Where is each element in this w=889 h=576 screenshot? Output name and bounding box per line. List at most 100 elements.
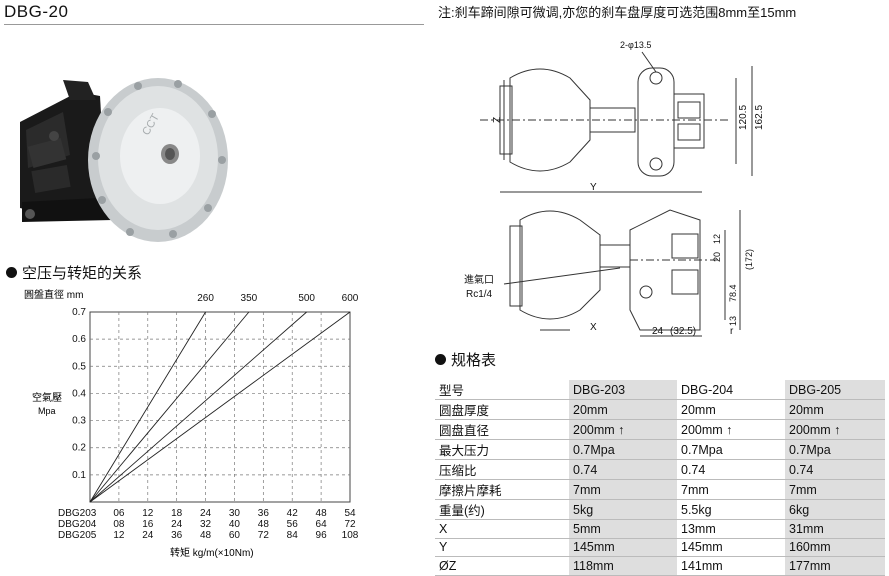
cell: 20mm	[677, 399, 785, 420]
dim-78-4: 78.4	[728, 284, 738, 302]
row-label: ØZ	[435, 556, 569, 576]
x-tick-label: 06	[113, 508, 125, 519]
x-tick-label: 60	[229, 530, 241, 541]
spec-heading-text: 规格表	[451, 352, 497, 369]
cell: 31mm	[785, 519, 885, 539]
cell: 0.74	[677, 459, 785, 480]
x-tick-label: 24	[200, 508, 212, 519]
dim-13: 13	[728, 316, 738, 326]
y-tick-label: 0.4	[72, 388, 86, 399]
chart-grid	[89, 311, 351, 503]
inlet-label: 進氣口	[464, 273, 494, 286]
adjustment-note: 注:刹车蹄间隙可微调,亦您的刹车盘厚度可选范围8mm至15mm	[438, 5, 797, 20]
cell: 7mm	[569, 479, 677, 500]
dim-x: X	[590, 322, 597, 333]
cell: 7mm	[677, 479, 785, 500]
x-tick-label: 108	[342, 530, 359, 541]
x-tick-label: 84	[287, 530, 299, 541]
y-tick-label: 0.6	[72, 334, 86, 345]
row-label: 圆盘直径	[435, 419, 569, 440]
series-label-350: 350	[241, 293, 258, 304]
series-line-350	[89, 311, 250, 503]
column-header: DBG-205	[785, 380, 885, 400]
x-tick-label: 40	[229, 519, 241, 530]
series-label-500: 500	[298, 293, 315, 304]
cell: 141mm	[677, 556, 785, 576]
row-label: 重量(约)	[435, 499, 569, 520]
row-label: 最大压力	[435, 439, 569, 460]
table-header-row: 型号 DBG-203 DBG-204 DBG-205	[435, 380, 885, 400]
x-tick-label: 48	[200, 530, 212, 541]
x-tick-label: 36	[171, 530, 183, 541]
cell: 0.7Mpa	[677, 439, 785, 460]
chart-series: 260 350 500 600	[89, 293, 359, 503]
y-tick-label: 0.2	[72, 443, 86, 454]
row-label: Y	[435, 538, 569, 557]
x-tick-label: 18	[171, 508, 183, 519]
mount-hole-top	[649, 71, 663, 85]
cell: 5kg	[569, 499, 677, 520]
top-axis-label: 圓盤直徑 mm	[24, 288, 83, 301]
x-tick-label: 24	[171, 519, 183, 530]
torque-section-heading: 空压与转矩的关系	[6, 262, 142, 283]
cell: 5mm	[569, 519, 677, 539]
x-row-name: DBG204	[58, 519, 97, 530]
mount-hole-bottom	[649, 157, 663, 171]
x-tick-label: 48	[316, 508, 328, 519]
cell: 200mm ↑	[677, 419, 785, 440]
title-divider	[4, 24, 424, 25]
x-tick-label: 72	[344, 519, 356, 530]
dim-r: r	[730, 326, 734, 337]
x-tick-label: 12	[113, 530, 125, 541]
spec-section-heading: 规格表	[435, 349, 496, 370]
series-label-260: 260	[197, 293, 214, 304]
dim-162-5: 162.5	[754, 105, 765, 130]
y-axis-unit: Mpa	[38, 406, 56, 416]
cell: 145mm	[569, 538, 677, 557]
product-photo: CCT	[8, 50, 233, 250]
torque-heading-text: 空压与转矩的关系	[22, 265, 143, 282]
x-tick-label: 72	[258, 530, 270, 541]
x-tick-label: 96	[316, 530, 328, 541]
dim-z: Z	[492, 117, 503, 123]
column-header: 型号	[435, 380, 569, 400]
row-label: 压缩比	[435, 459, 569, 480]
series-line-260	[89, 311, 206, 503]
dim-172: (172)	[744, 249, 754, 270]
cell: 13mm	[677, 519, 785, 539]
cell: 177mm	[785, 556, 885, 576]
dim-y: Y	[590, 182, 597, 193]
technical-drawing: Z 2-φ13.5 120.5 162.5 Y 進氣口 Rc1/4 X 24 (…	[464, 40, 765, 337]
x-tick-label: 48	[258, 519, 270, 530]
x-tick-label: 36	[258, 508, 270, 519]
column-header: DBG-203	[569, 380, 677, 400]
x-row-name: DBG205	[58, 530, 97, 541]
y-axis-label: 空氣壓	[32, 391, 62, 404]
dim-20: 20	[712, 252, 722, 262]
side-view-housing	[519, 210, 601, 320]
bullet-icon	[435, 354, 446, 365]
top-view-housing	[509, 68, 591, 172]
cell: 20mm	[569, 399, 677, 420]
x-tick-label: 64	[316, 519, 328, 530]
series-line-500	[89, 311, 307, 503]
x-axis-label: 转矩 kg/m(×10Nm)	[170, 546, 254, 559]
top-view-pad	[673, 93, 705, 149]
cell: 6kg	[785, 499, 885, 520]
cell: 118mm	[569, 556, 677, 576]
series-label-600: 600	[342, 293, 359, 304]
y-tick-label: 0.1	[72, 470, 86, 481]
row-label: 圆盘厚度	[435, 399, 569, 420]
x-tick-label: 16	[142, 519, 154, 530]
plot-frame	[89, 311, 351, 503]
hole-callout: 2-φ13.5	[620, 40, 651, 50]
dim-12: 12	[712, 234, 722, 244]
cell: 5.5kg	[677, 499, 785, 520]
y-tick-label: 0.5	[72, 361, 86, 372]
